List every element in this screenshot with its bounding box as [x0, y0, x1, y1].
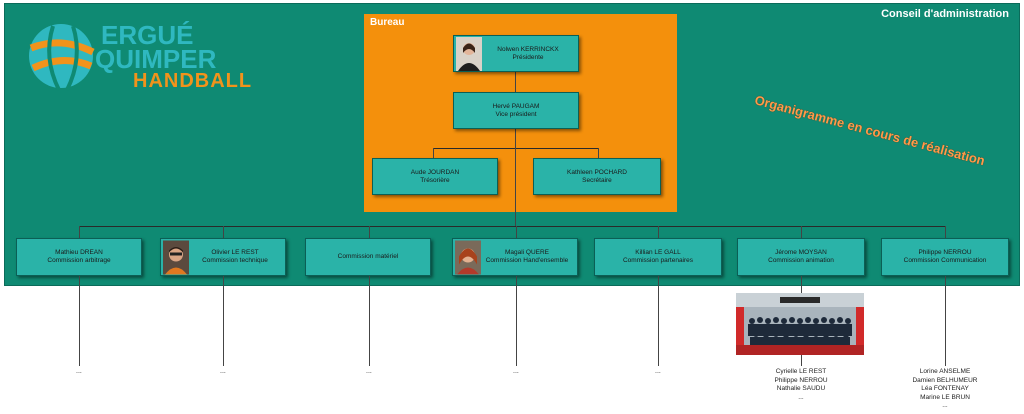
- connector-president-vp: [515, 71, 516, 93]
- secretaire-name: Kathleen POCHARD: [567, 168, 627, 176]
- connector-c6: [801, 226, 802, 238]
- member-name: Nathalie SAUDU: [776, 385, 826, 392]
- status-note: Organigramme en cours de réalisation: [753, 92, 987, 169]
- connector-c2: [223, 226, 224, 238]
- member-name: ...: [942, 402, 948, 409]
- member-line-technique: [223, 276, 224, 366]
- commission-label: Olivier LE REST Commission technique: [202, 249, 268, 265]
- club-logo: ERGUÉ QUIMPER HANDBALL: [15, 16, 255, 96]
- commission-label: Magali QUERE Commission Hand'ensemble: [486, 249, 569, 265]
- connector-bureau-commissions: [515, 148, 516, 226]
- president-box: Nolwen KERRINCKX Présidente: [453, 35, 579, 72]
- vice-president-role: Vice président: [495, 110, 537, 118]
- member-name: Philippe NERROU: [774, 376, 828, 384]
- commission-member-name: Philippe NERROU: [918, 249, 972, 256]
- commission-role: Commission Communication: [903, 257, 987, 264]
- commission-label: Killian LE GALL Commission partenaires: [623, 249, 693, 265]
- tresoriere-name: Aude JOURDAN: [410, 168, 460, 176]
- commission-role: Commission matériel: [337, 253, 399, 260]
- members-hand-ensemble: ...: [513, 368, 519, 375]
- connector-commissions-horizontal: [79, 226, 945, 227]
- commission-label: Jérome MOYSAN Commission animation: [768, 249, 834, 265]
- president-photo: [456, 37, 482, 71]
- logo-text-quimper: QUIMPER: [95, 44, 217, 74]
- member-line-partenaires: [658, 276, 659, 366]
- team-photo: [736, 293, 864, 355]
- member-name: Lorine ANSELME: [919, 368, 971, 375]
- commission-member-name: Jérome MOYSAN: [775, 249, 827, 256]
- commission-role: Commission technique: [202, 257, 268, 264]
- president-label: Nolwen KERRINCKX Présidente: [497, 46, 558, 62]
- president-role: Présidente: [512, 53, 544, 61]
- tresoriere-label: Aude JOURDAN Trésorière: [411, 169, 459, 185]
- members-materiel: ...: [366, 368, 372, 375]
- vice-president-name: Hervé PAUGAM: [492, 102, 540, 110]
- commission-member-name: Mathieu DREAN: [55, 249, 103, 256]
- connector-c3: [369, 226, 370, 238]
- logo-text-handball: HANDBALL: [133, 70, 253, 92]
- members-technique: ...: [220, 368, 226, 375]
- members-animation: Cyrielle LE REST Philippe NERROU Nathali…: [751, 368, 851, 402]
- commission-member-name: Magali QUERE: [504, 249, 550, 256]
- commission-label: Philippe NERROU Commission Communication: [904, 249, 987, 265]
- member-name: Marine LE BRUN: [920, 393, 970, 401]
- commission-partenaires-box: Killian LE GALL Commission partenaires: [594, 238, 722, 276]
- president-name: Nolwen KERRINCKX: [497, 45, 559, 53]
- secretaire-role: Secrétaire: [582, 176, 612, 184]
- connector-c7: [945, 226, 946, 238]
- member-name: Damien BELHUMEUR: [912, 376, 978, 384]
- commission-arbitrage-box: Mathieu DREAN Commission arbitrage: [16, 238, 142, 276]
- tresoriere-role: Trésorière: [420, 176, 450, 184]
- connector-c1: [79, 226, 80, 238]
- commission-label: Commission matériel: [338, 253, 399, 261]
- members-arbitrage: ...: [76, 368, 82, 375]
- connector-tresoriere: [433, 148, 434, 158]
- commission-member-name: Olivier LE REST: [211, 249, 259, 256]
- member-name: Léa FONTENAY: [921, 385, 969, 392]
- commission-hand-ensemble-box: Magali QUERE Commission Hand'ensemble: [452, 238, 578, 276]
- connector-vp-split: [515, 129, 516, 148]
- member-line-hand-ensemble: [516, 276, 517, 366]
- commission-member-name: Killian LE GALL: [635, 249, 681, 256]
- magali-quere-photo: [455, 240, 481, 275]
- connector-c4: [516, 226, 517, 238]
- commission-label: Mathieu DREAN Commission arbitrage: [47, 249, 110, 265]
- commission-role: Commission partenaires: [622, 257, 694, 264]
- tresoriere-box: Aude JOURDAN Trésorière: [372, 158, 498, 195]
- vice-president-label: Hervé PAUGAM Vice président: [493, 103, 540, 119]
- commission-communication-box: Philippe NERROU Commission Communication: [881, 238, 1009, 276]
- members-partenaires: ...: [655, 368, 661, 375]
- handball-logo-icon: [29, 24, 95, 91]
- commission-role: Commission arbitrage: [47, 257, 111, 264]
- vice-president-box: Hervé PAUGAM Vice président: [453, 92, 579, 129]
- commission-animation-box: Jérome MOYSAN Commission animation: [737, 238, 865, 276]
- commission-role: Commission animation: [768, 257, 834, 264]
- member-line-materiel: [369, 276, 370, 366]
- connector-secretaire: [598, 148, 599, 158]
- commission-role: Commission Hand'ensemble: [485, 257, 569, 264]
- member-name: Cyrielle LE REST: [775, 368, 827, 375]
- member-line-communication: [945, 276, 946, 366]
- secretaire-box: Kathleen POCHARD Secrétaire: [533, 158, 661, 195]
- members-communication: Lorine ANSELME Damien BELHUMEUR Léa FONT…: [895, 368, 995, 411]
- team-photo-image: [736, 293, 864, 355]
- commission-technique-box: Olivier LE REST Commission technique: [160, 238, 286, 276]
- member-line-arbitrage: [79, 276, 80, 366]
- secretaire-label: Kathleen POCHARD Secrétaire: [567, 169, 627, 185]
- conseil-title: Conseil d'administration: [881, 8, 1009, 20]
- connector-bureau-horizontal: [433, 148, 599, 149]
- olivier-le-rest-photo: [163, 240, 189, 275]
- logo-text-ergue: ERGUÉ: [101, 20, 194, 50]
- member-name: ...: [798, 393, 804, 401]
- bureau-title: Bureau: [370, 17, 405, 28]
- connector-c5: [658, 226, 659, 238]
- commission-materiel-box: Commission matériel: [305, 238, 431, 276]
